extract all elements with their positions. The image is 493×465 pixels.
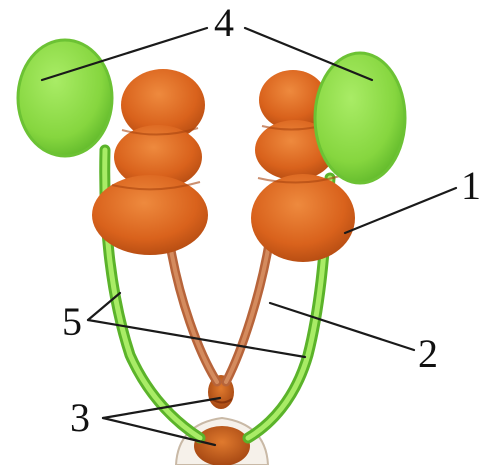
- label-1: 1: [461, 163, 481, 208]
- ducts: [168, 225, 272, 382]
- cloaca-base: [176, 375, 268, 465]
- right-green-organ: [315, 53, 405, 183]
- label-3: 3: [70, 395, 90, 440]
- label-2: 2: [418, 331, 438, 376]
- label-5: 5: [62, 299, 82, 344]
- label-4: 4: [214, 0, 234, 45]
- left-green-organ: [18, 40, 112, 156]
- leader-2: [270, 303, 414, 350]
- leader-1: [345, 188, 456, 233]
